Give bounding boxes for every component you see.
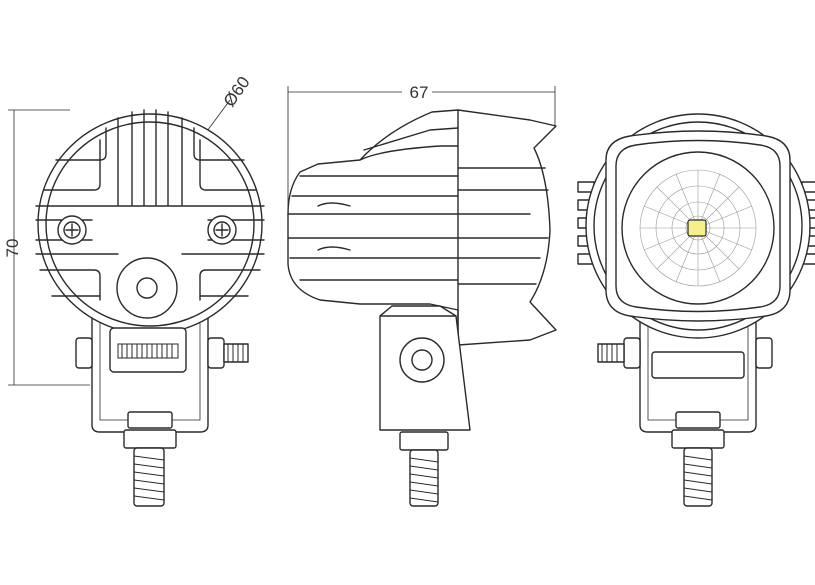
rear-view: [35, 109, 265, 507]
side-housing: [287, 109, 557, 346]
dimension-depth: 67: [287, 80, 556, 210]
side-pivot-nut: [399, 337, 445, 383]
rear-hex-nut: [127, 411, 173, 429]
front-view: [577, 113, 815, 507]
front-label-plate: [651, 351, 745, 379]
side-hex-nut: [399, 431, 449, 451]
front-nut-left: [623, 337, 641, 369]
rear-nut-left: [75, 337, 93, 369]
side-view: [287, 109, 557, 507]
rear-spring: [117, 343, 179, 359]
front-nut-right: [755, 337, 773, 369]
depth-label: 67: [410, 83, 429, 102]
rear-nut-right: [207, 337, 225, 369]
dimension-height: 70: [3, 109, 90, 386]
diameter-label: Ø60: [220, 73, 254, 110]
front-led-chip: [687, 219, 707, 237]
rear-cable-gland: [116, 257, 178, 319]
side-fins: [287, 127, 549, 285]
height-label: 70: [3, 239, 22, 258]
front-hex-nut: [675, 411, 721, 429]
